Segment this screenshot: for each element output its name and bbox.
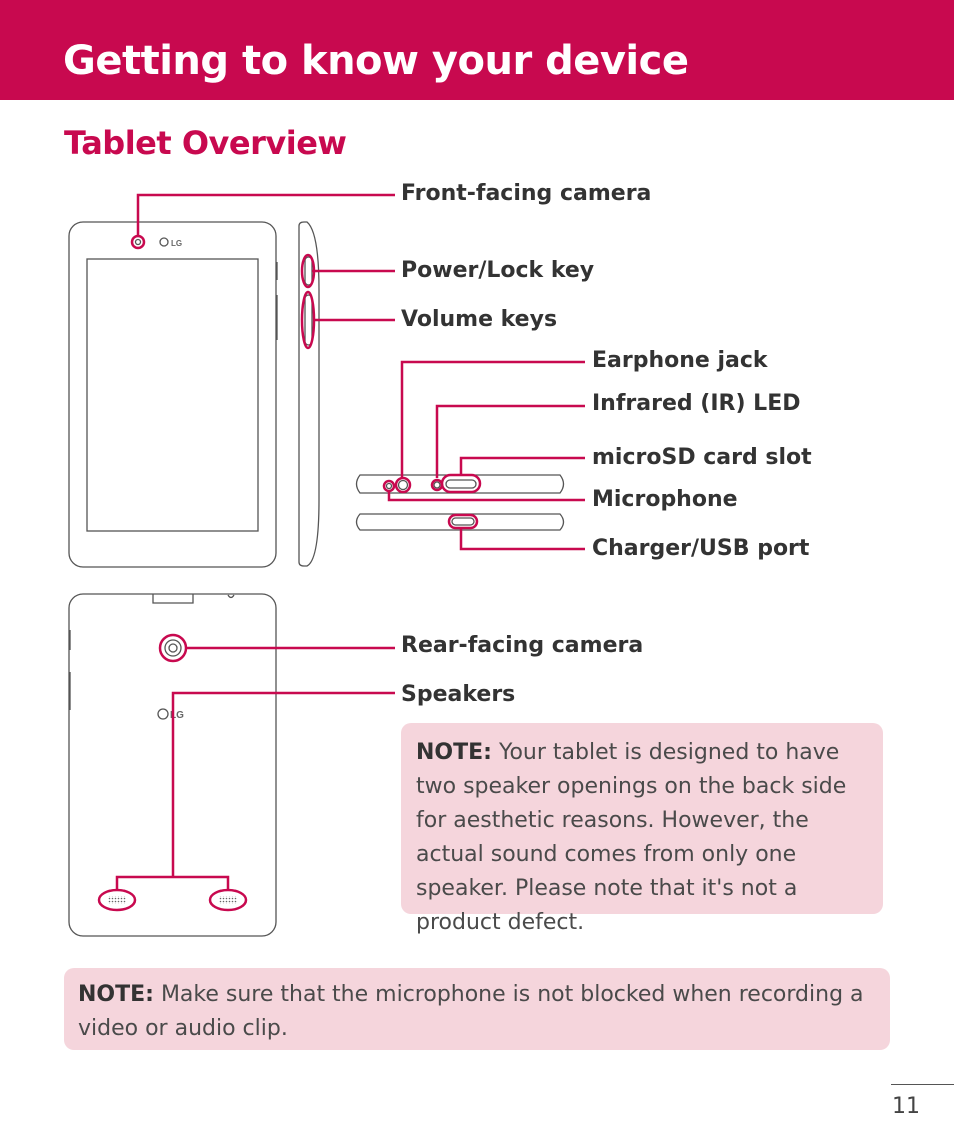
label-volume-keys: Volume keys xyxy=(401,307,558,332)
note-speakers-prefix: NOTE: xyxy=(416,740,492,765)
label-microphone: Microphone xyxy=(592,487,738,512)
label-infrared-led: Infrared (IR) LED xyxy=(592,391,801,416)
page-number-rule xyxy=(891,1084,954,1085)
chapter-header: Getting to know your device xyxy=(0,0,954,100)
label-charger-usb-port: Charger/USB port xyxy=(592,536,810,561)
note-microphone: NOTE: Make sure that the microphone is n… xyxy=(64,968,890,1050)
section-title: Tablet Overview xyxy=(64,124,347,162)
logo-text-back: LG xyxy=(170,710,184,721)
lg-logo-icon xyxy=(159,237,169,247)
note-speakers: NOTE: Your tablet is designed to have tw… xyxy=(401,723,883,935)
page-number: 11 xyxy=(892,1094,920,1119)
label-speakers: Speakers xyxy=(401,682,516,707)
chapter-title: Getting to know your device xyxy=(63,38,689,84)
tablet-front-view xyxy=(68,221,278,568)
label-power-lock-key: Power/Lock key xyxy=(401,258,595,283)
label-front-camera: Front-facing camera xyxy=(401,181,652,206)
note-microphone-text: Make sure that the microphone is not blo… xyxy=(78,982,864,1041)
label-microsd-slot: microSD card slot xyxy=(592,445,812,470)
tablet-bottom-edge-view xyxy=(355,513,565,531)
label-earphone-jack: Earphone jack xyxy=(592,348,768,373)
lg-logo-back-icon xyxy=(157,708,169,720)
callout-lines xyxy=(97,193,585,912)
note-speakers-text: Your tablet is designed to have two spea… xyxy=(416,740,847,935)
note-microphone-prefix: NOTE: xyxy=(78,982,154,1007)
label-rear-camera: Rear-facing camera xyxy=(401,633,644,658)
logo-text: LG xyxy=(171,239,182,248)
